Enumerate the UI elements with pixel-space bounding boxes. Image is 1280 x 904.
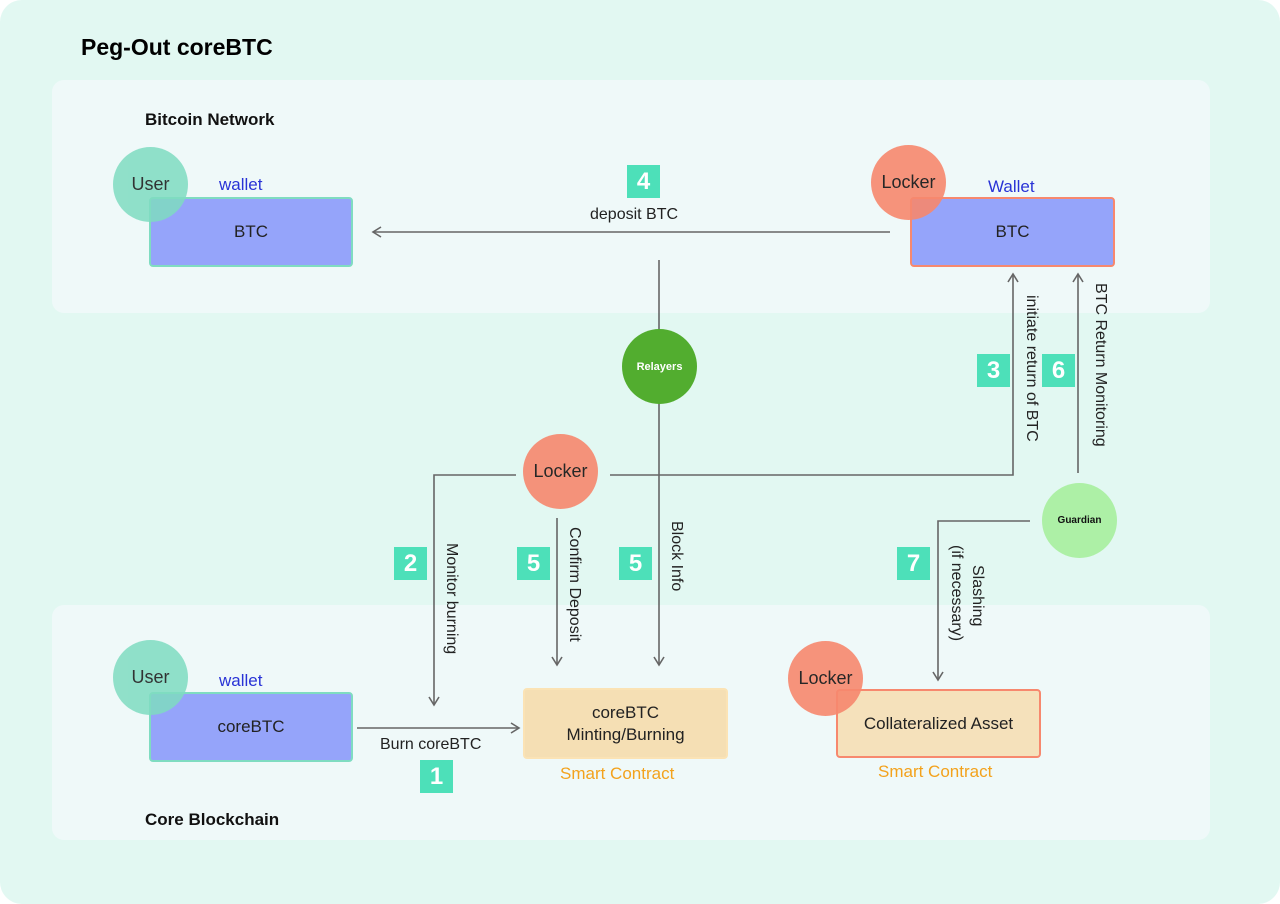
core-user-avatar: User bbox=[113, 640, 188, 715]
user-avatar: User bbox=[113, 147, 188, 222]
corebtc-contract-line1: coreBTC bbox=[591, 702, 660, 722]
locker-avatar: Locker bbox=[871, 145, 946, 220]
step-5-confirm-badge: 5 bbox=[517, 547, 550, 580]
core-user-wallet-caption: wallet bbox=[219, 671, 263, 690]
locker-wallet-caption: Wallet bbox=[988, 177, 1035, 196]
step-2-label: Monitor burning bbox=[443, 543, 460, 655]
user-btc-wallet-box: BTC bbox=[149, 197, 353, 267]
guardian-node: Guardian bbox=[1042, 483, 1117, 558]
guardian-label: Guardian bbox=[1057, 515, 1102, 526]
step-3-badge: 3 bbox=[977, 354, 1010, 387]
step-4-badge: 4 bbox=[627, 165, 660, 198]
arrow-initiate-return bbox=[610, 272, 1019, 476]
step-3-label: initiate return of BTC bbox=[1023, 295, 1040, 442]
step-5-blockinfo-label: Block Info bbox=[668, 521, 685, 592]
user-btc-wallet-label: BTC bbox=[234, 222, 268, 241]
core-locker-avatar: Locker bbox=[788, 641, 863, 716]
middle-locker-node: Locker bbox=[523, 434, 598, 509]
step-1-badge: 1 bbox=[420, 760, 453, 793]
user-wallet-caption: wallet bbox=[219, 175, 263, 194]
relayers-node: Relayers bbox=[622, 329, 697, 404]
step-5-blockinfo-badge: 5 bbox=[619, 547, 652, 580]
middle-locker-label: Locker bbox=[533, 461, 588, 481]
arrow-monitor-burning bbox=[428, 474, 516, 707]
step-7-label-line1: Slashing bbox=[969, 565, 986, 627]
diagram-title: Peg-Out coreBTC bbox=[81, 34, 273, 60]
step-6-badge: 6 bbox=[1042, 354, 1075, 387]
step-7-badge: 7 bbox=[897, 547, 930, 580]
locker-btc-wallet-box: BTC bbox=[910, 197, 1115, 267]
step-4-label: deposit BTC bbox=[590, 206, 679, 223]
user-label: User bbox=[131, 174, 170, 194]
corebtc-contract-caption: Smart Contract bbox=[560, 764, 675, 783]
bitcoin-network-title: Bitcoin Network bbox=[145, 110, 275, 129]
collateral-contract-box: Collateralized Asset bbox=[836, 689, 1041, 758]
step-7-label-line2: (if necessary) bbox=[948, 545, 965, 642]
relayers-label: Relayers bbox=[636, 360, 683, 373]
step-5-confirm-label: Confirm Deposit bbox=[566, 527, 583, 642]
step-1-label: Burn coreBTC bbox=[380, 736, 482, 753]
user-corebtc-wallet-box: coreBTC bbox=[149, 692, 353, 762]
locker-label: Locker bbox=[881, 172, 936, 192]
step-2-badge: 2 bbox=[394, 547, 427, 580]
corebtc-contract-box: coreBTC Minting/Burning bbox=[523, 688, 728, 759]
step-6-label: BTC Return Monitoring bbox=[1092, 283, 1109, 447]
core-locker-label: Locker bbox=[798, 668, 853, 688]
corebtc-contract-line2: Minting/Burning bbox=[566, 724, 685, 744]
core-user-label: User bbox=[131, 667, 170, 687]
collateral-contract-label: Collateralized Asset bbox=[863, 713, 1014, 733]
collateral-contract-caption: Smart Contract bbox=[878, 762, 993, 781]
arrow-slashing bbox=[932, 520, 1030, 682]
core-blockchain-title: Core Blockchain bbox=[145, 810, 280, 829]
user-corebtc-wallet-label: coreBTC bbox=[217, 717, 285, 736]
locker-btc-wallet-label: BTC bbox=[995, 222, 1030, 241]
